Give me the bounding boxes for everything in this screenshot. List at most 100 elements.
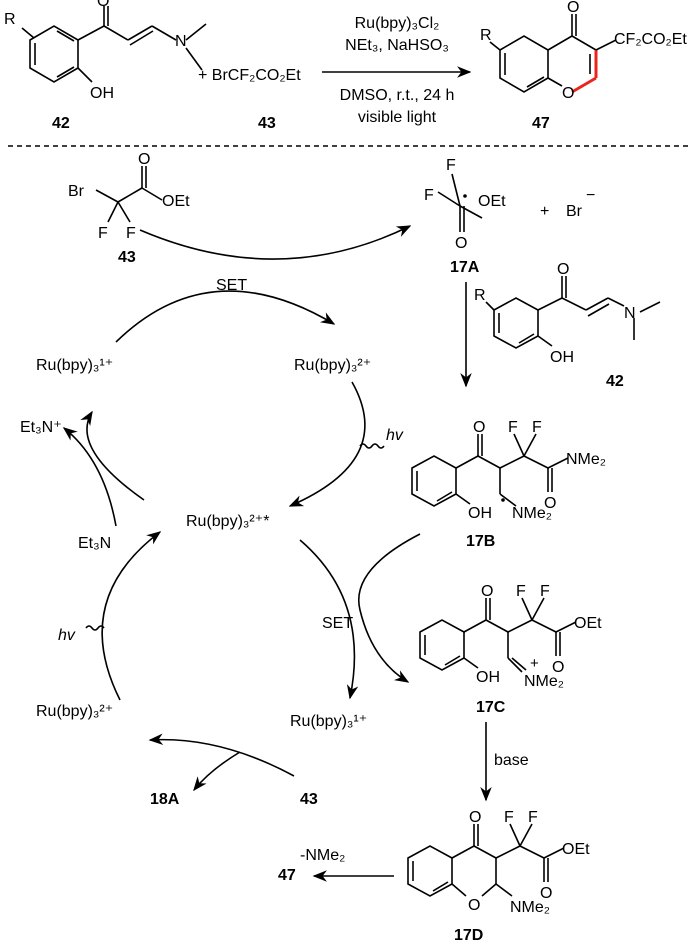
17D-fluorine-2: F bbox=[528, 809, 538, 826]
ru-plus2-lower-left: Ru(bpy)₃²⁺ bbox=[36, 703, 113, 720]
fluorine-a: F bbox=[446, 157, 456, 174]
hv-wave-right bbox=[359, 443, 385, 449]
bromide-charge: − bbox=[586, 187, 595, 204]
arc-upper-top bbox=[115, 290, 336, 343]
compound-42-label: 42 bbox=[52, 115, 70, 132]
radical-carbonyl-oxygen: O bbox=[455, 235, 467, 252]
condition-light: visible light bbox=[358, 109, 437, 126]
arc-lower-left bbox=[101, 531, 162, 701]
17B-amide-oxygen: O bbox=[544, 495, 556, 512]
17D-amine: NMe₂ bbox=[510, 899, 550, 916]
17C-label: 17C bbox=[476, 699, 506, 716]
arc-lower-right bbox=[299, 539, 359, 700]
condition-catalyst: Ru(bpy)₃Cl₂ bbox=[355, 15, 440, 32]
product-substituent-r: R bbox=[480, 27, 492, 44]
mech-42-label: 42 bbox=[606, 373, 624, 390]
set-label-lower: SET bbox=[322, 615, 353, 632]
17C-fluorine-2: F bbox=[540, 583, 550, 600]
intermediate-17B: O F F NMe₂ O OH NMe₂ 17B bbox=[411, 419, 606, 550]
hydroxyl-label: OH bbox=[90, 85, 114, 102]
substituent-r: R bbox=[4, 11, 16, 28]
intermediate-17C: O F F OEt O OH NMe₂ + 17C bbox=[419, 583, 602, 716]
17D-ketone-oxygen: O bbox=[469, 809, 481, 826]
bromide-label: Br bbox=[566, 203, 583, 220]
17D-ring-oxygen: O bbox=[468, 897, 480, 914]
17D-label: 17D bbox=[454, 927, 483, 944]
compound-47-label: 47 bbox=[532, 115, 550, 132]
17C-fluorine-1: F bbox=[516, 583, 526, 600]
reactant-42-structure: R O N OH 42 bbox=[4, 0, 207, 132]
ru-excited-center: Ru(bpy)₃²⁺* bbox=[186, 513, 269, 530]
product-ring-oxygen: O bbox=[562, 85, 574, 102]
amine-nitrogen: N bbox=[175, 33, 187, 50]
product-difluoroester-group: CF₂CO₂Et bbox=[614, 31, 687, 48]
fluorine-1: F bbox=[98, 225, 108, 242]
arc-upper-right bbox=[288, 381, 366, 507]
17C-ester-oxygen: O bbox=[552, 659, 564, 676]
17B-label: 17B bbox=[466, 533, 495, 550]
17D-fluorine-1: F bbox=[504, 809, 514, 826]
base-label: base bbox=[494, 752, 529, 769]
condition-additives: NEt₃, NaHSO₃ bbox=[345, 37, 449, 54]
17B-nme2: NMe₂ bbox=[512, 505, 552, 522]
arrow-17B-to-17C bbox=[358, 533, 421, 683]
17C-ethoxy: OEt bbox=[574, 615, 602, 632]
mech-42-hydroxyl: OH bbox=[550, 349, 574, 366]
compound-43-label: 43 bbox=[258, 115, 276, 132]
17B-fluorine-2: F bbox=[532, 419, 542, 436]
ru-plus2-upper-right: Ru(bpy)₃²⁺ bbox=[294, 357, 371, 374]
17B-fluorine-1: F bbox=[508, 419, 518, 436]
bromine-label: Br bbox=[68, 183, 85, 200]
reagent-bromodifluoroacetate: + BrCF₂CO₂Et bbox=[198, 67, 301, 84]
carbonyl-oxygen: O bbox=[138, 151, 150, 168]
17C-iminium: NMe₂ bbox=[524, 673, 564, 690]
ketone-oxygen: O bbox=[97, 0, 109, 10]
arc-lower-bottom bbox=[148, 733, 295, 777]
triethylammonium-label: Et₃N⁺ bbox=[20, 419, 62, 436]
arc-to-18A bbox=[193, 751, 241, 792]
compound-43-mech-label: 43 bbox=[118, 249, 136, 266]
17B-hydroxyl: OH bbox=[468, 505, 492, 522]
condition-solvent-time: DMSO, r.t., 24 h bbox=[340, 87, 455, 104]
intermediate-17D: O F F OEt O O NMe₂ 17D bbox=[407, 809, 590, 944]
arc-upper-left-et3n bbox=[80, 410, 145, 501]
final-product-47: 47 bbox=[278, 867, 296, 884]
17D-ester-oxygen: O bbox=[540, 885, 552, 902]
triethylamine-label: Et₃N bbox=[78, 535, 111, 552]
mech-42-substituent: R bbox=[474, 287, 486, 304]
top-reaction: R O N OH 42 + BrCF₂CO₂Et 43 Ru(bpy)₃Cl₂ … bbox=[4, 0, 687, 132]
17D-ethoxy: OEt bbox=[562, 841, 590, 858]
new-bond-highlight-2 bbox=[571, 76, 597, 94]
17B-ketone-oxygen: O bbox=[473, 419, 485, 436]
radical-dot bbox=[463, 194, 467, 198]
fluorine-2: F bbox=[126, 225, 136, 242]
17B-radical-dot bbox=[501, 498, 505, 502]
17C-iminium-charge: + bbox=[530, 655, 539, 672]
ethoxy-label: OEt bbox=[162, 193, 190, 210]
set-label-upper: SET bbox=[216, 277, 247, 294]
mech-42-ketone-oxygen: O bbox=[557, 261, 569, 278]
17C-ketone-oxygen: O bbox=[481, 583, 493, 600]
radical-17A-label: 17A bbox=[450, 259, 480, 276]
hv-label-right: hv bbox=[386, 427, 404, 444]
arrow-43-to-17A bbox=[139, 225, 412, 260]
fluorine-b: F bbox=[424, 187, 434, 204]
mechanism-compound-43: Br O OEt F F 43 bbox=[68, 151, 190, 266]
product-ketone-oxygen: O bbox=[567, 0, 579, 16]
17B-amide-nme2: NMe₂ bbox=[566, 451, 606, 468]
plus-sign: + bbox=[540, 203, 549, 220]
ru-plus1-lower-right: Ru(bpy)₃¹⁺ bbox=[290, 713, 367, 730]
mech-42-nitrogen: N bbox=[624, 305, 636, 322]
17C-hydroxyl: OH bbox=[476, 669, 500, 686]
arc-et3n-to-et3nh bbox=[62, 427, 117, 527]
reaction-conditions: Ru(bpy)₃Cl₂ NEt₃, NaHSO₃ DMSO, r.t., 24 … bbox=[340, 15, 455, 126]
hv-label-left: hv bbox=[58, 627, 76, 644]
product-47-structure: R O O CF₂CO₂Et 47 bbox=[480, 0, 687, 132]
product-18A-label: 18A bbox=[150, 791, 180, 808]
mechanism-compound-42: R O N OH 42 bbox=[474, 261, 661, 390]
nme2-elimination: -NMe₂ bbox=[300, 847, 345, 864]
radical-ethoxy: OEt bbox=[478, 193, 506, 210]
ru-plus1-upper-left: Ru(bpy)₃¹⁺ bbox=[36, 357, 113, 374]
hv-wave-left bbox=[85, 625, 105, 631]
